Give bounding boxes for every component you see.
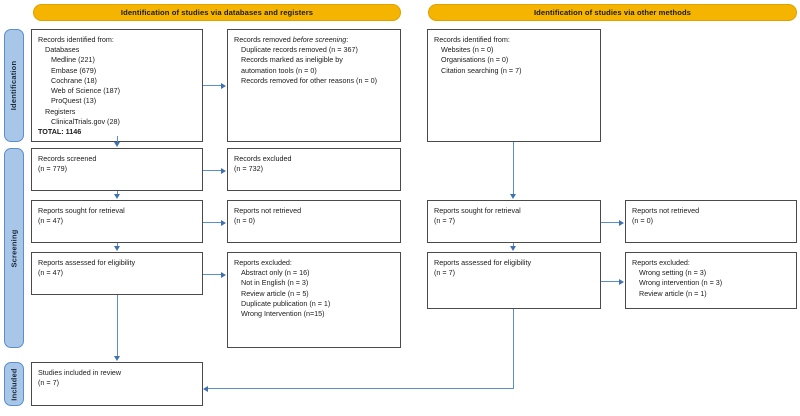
- arrowhead-other-assessed-to-excluded: [619, 279, 624, 285]
- other-reports-not-retrieved-count: (n = 0): [632, 216, 653, 226]
- stage-label-screening: Screening: [4, 148, 24, 348]
- box-other-reports-not-retrieved: Reports not retrieved (n = 0): [625, 200, 797, 243]
- arrowhead-identified-to-removed: [221, 83, 226, 89]
- box-reports-sought: Reports sought for retrieval (n = 47): [31, 200, 203, 243]
- other-reports-sought-count: (n = 7): [434, 216, 455, 226]
- studies-included-title: Studies included in review: [38, 368, 122, 377]
- connector-other-sought-to-assessed: [513, 243, 514, 247]
- records-removed-line-3: Records removed for other reasons (n = 0…: [241, 75, 378, 85]
- arrowhead-other-identified-to-sought: [510, 194, 516, 199]
- connector-identified-down: [117, 136, 118, 143]
- connector-other-assessed-down: [513, 309, 514, 388]
- records-removed-title-post: :: [346, 35, 349, 44]
- reports-not-retrieved-title: Reports not retrieved: [234, 206, 302, 215]
- stage-label-screening-text: Screening: [9, 228, 19, 268]
- other-identified-line-2: Citation searching (n = 7): [441, 65, 522, 75]
- connector-other-assessed-to-included: [208, 388, 514, 389]
- box-reports-assessed: Reports assessed for eligibility (n = 47…: [31, 252, 203, 295]
- reports-excluded-reason-3: Duplicate publication (n = 1): [241, 298, 331, 308]
- stage-label-included-text: Included: [9, 367, 19, 401]
- other-identified-title: Records identified from:: [434, 35, 510, 44]
- reports-not-retrieved-count: (n = 0): [234, 216, 255, 226]
- stage-label-included: Included: [4, 362, 24, 406]
- reports-assessed-count: (n = 47): [38, 268, 63, 278]
- connector-assessed-to-included: [117, 295, 118, 357]
- connector-other-identified-to-sought: [513, 142, 514, 195]
- box-records-identified: Records identified from: Databases Medli…: [31, 29, 203, 142]
- reports-excluded-reason-1: Not in English (n = 3): [241, 278, 309, 288]
- connector-other-assessed-to-excluded: [601, 281, 620, 282]
- arrowhead-other-sought-to-not-retrieved: [619, 220, 624, 226]
- header-other-methods: Identification of studies via other meth…: [428, 4, 797, 21]
- records-screened-count: (n = 779): [38, 164, 67, 174]
- box-reports-excluded: Reports excluded: Abstract only (n = 16)…: [227, 252, 401, 348]
- arrowhead-assessed-to-excluded: [221, 272, 226, 278]
- other-reports-excluded-title: Reports excluded:: [632, 258, 690, 267]
- records-excluded-count: (n = 732): [234, 164, 263, 174]
- records-removed-line-1: Records marked as ineligible by: [241, 55, 343, 65]
- box-records-removed: Records removed before screening: Duplic…: [227, 29, 401, 142]
- arrowhead-other-sought-to-assessed: [510, 246, 516, 251]
- arrowhead-other-assessed-to-included: [203, 386, 208, 392]
- records-screened-title: Records screened: [38, 154, 97, 163]
- records-identified-line-6: Registers: [45, 106, 76, 116]
- records-identified-line-4: Web of Science (187): [51, 86, 120, 96]
- stage-label-identification: Identification: [4, 29, 24, 142]
- other-reports-excluded-reason-1: Wrong intervention (n = 3): [639, 278, 723, 288]
- arrowhead-screened-to-sought: [114, 194, 120, 199]
- studies-included-count: (n = 7): [38, 378, 59, 388]
- records-identified-line-5: ProQuest (13): [51, 96, 97, 106]
- reports-excluded-title: Reports excluded:: [234, 258, 292, 267]
- reports-excluded-reason-2: Review article (n = 5): [241, 288, 309, 298]
- records-removed-line-2: automation tools (n = 0): [241, 65, 317, 75]
- connector-sought-to-not-retrieved: [203, 222, 222, 223]
- records-identified-line-2: Embase (679): [51, 65, 97, 75]
- reports-excluded-reason-4: Wrong Intervention (n=15): [241, 309, 325, 319]
- box-other-reports-excluded: Reports excluded: Wrong setting (n = 3) …: [625, 252, 797, 309]
- connector-identified-to-removed: [203, 85, 222, 86]
- other-reports-assessed-count: (n = 7): [434, 268, 455, 278]
- other-reports-sought-title: Reports sought for retrieval: [434, 206, 521, 215]
- connector-sought-to-assessed: [117, 243, 118, 247]
- arrowhead-sought-to-not-retrieved: [221, 220, 226, 226]
- connector-other-sought-to-not-retrieved: [601, 222, 620, 223]
- box-reports-not-retrieved: Reports not retrieved (n = 0): [227, 200, 401, 243]
- records-removed-line-0: Duplicate records removed (n = 367): [241, 45, 358, 55]
- box-records-screened: Records screened (n = 779): [31, 148, 203, 191]
- records-identified-line-7: ClinicalTrials.gov (28): [51, 116, 120, 126]
- stage-label-identification-text: Identification: [9, 60, 19, 111]
- records-identified-title: Records identified from:: [38, 35, 114, 44]
- box-other-reports-assessed: Reports assessed for eligibility (n = 7): [427, 252, 601, 309]
- connector-screened-to-sought: [117, 191, 118, 195]
- records-identified-line-1: Medline (221): [51, 55, 95, 65]
- reports-sought-title: Reports sought for retrieval: [38, 206, 125, 215]
- other-reports-excluded-reason-2: Review article (n = 1): [639, 288, 707, 298]
- other-reports-not-retrieved-title: Reports not retrieved: [632, 206, 700, 215]
- connector-screened-to-excluded: [203, 170, 222, 171]
- reports-sought-count: (n = 47): [38, 216, 63, 226]
- box-records-excluded: Records excluded (n = 732): [227, 148, 401, 191]
- other-reports-assessed-title: Reports assessed for eligibility: [434, 258, 532, 267]
- arrowhead-assessed-to-included: [114, 356, 120, 361]
- box-studies-included: Studies included in review (n = 7): [31, 362, 203, 406]
- arrowhead-sought-to-assessed: [114, 246, 120, 251]
- records-identified-total: TOTAL: 1146: [38, 126, 82, 136]
- records-excluded-title: Records excluded: [234, 154, 292, 163]
- records-identified-line-3: Cochrane (18): [51, 75, 97, 85]
- arrowhead-identified-to-screened: [114, 142, 120, 147]
- records-removed-title-italic: before screening: [292, 35, 347, 44]
- reports-excluded-reason-0: Abstract only (n = 16): [241, 268, 310, 278]
- header-databases-registers: Identification of studies via databases …: [33, 4, 401, 21]
- reports-assessed-title: Reports assessed for eligibility: [38, 258, 136, 267]
- box-other-reports-sought: Reports sought for retrieval (n = 7): [427, 200, 601, 243]
- other-identified-line-1: Organisations (n = 0): [441, 55, 509, 65]
- box-other-identified: Records identified from: Websites (n = 0…: [427, 29, 601, 142]
- connector-assessed-to-excluded: [203, 274, 222, 275]
- records-identified-line-0: Databases: [45, 45, 80, 55]
- records-removed-title-pre: Records removed: [234, 35, 293, 44]
- records-removed-title: Records removed before screening:: [234, 35, 395, 45]
- other-reports-excluded-reason-0: Wrong setting (n = 3): [639, 268, 707, 278]
- other-identified-line-0: Websites (n = 0): [441, 45, 494, 55]
- arrowhead-screened-to-excluded: [221, 168, 226, 174]
